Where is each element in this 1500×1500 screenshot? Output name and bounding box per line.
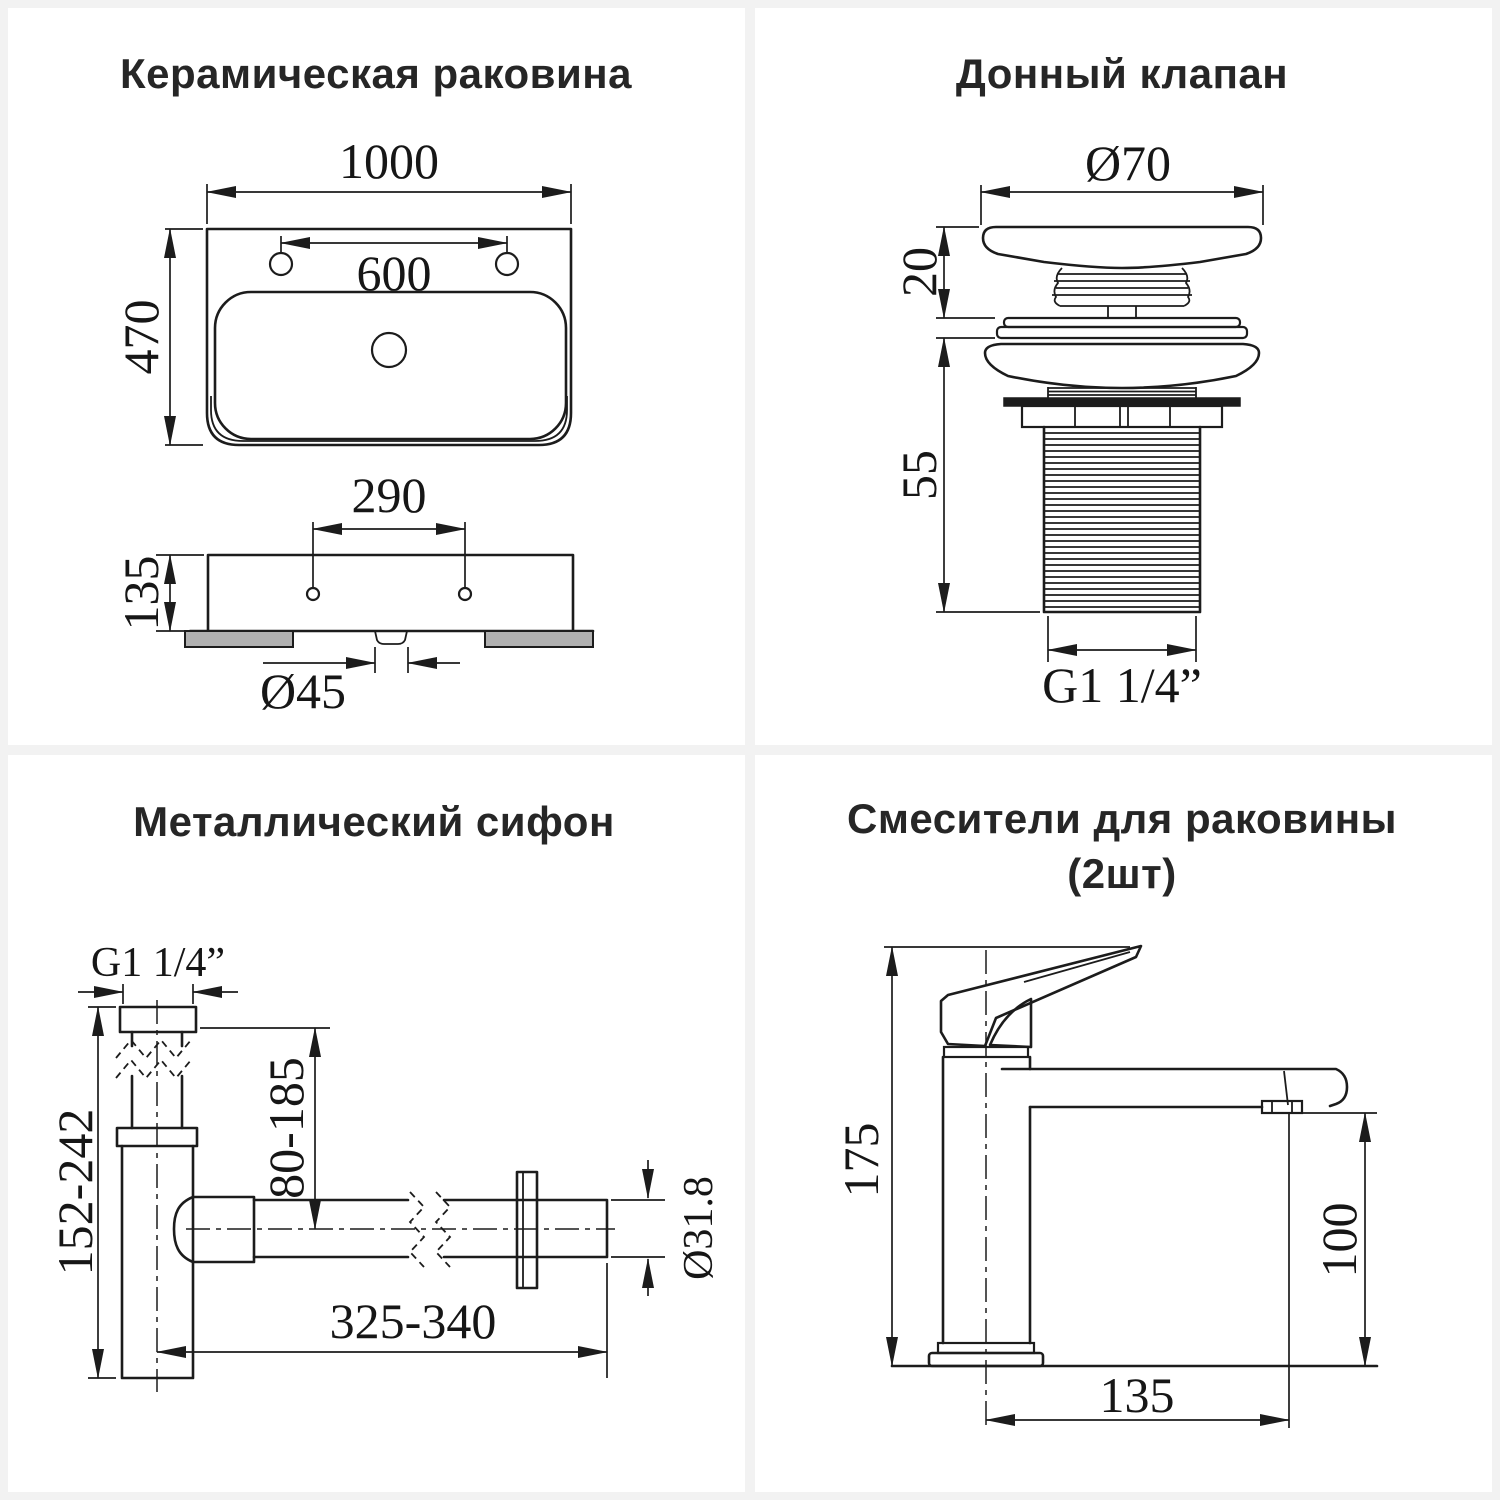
panel-siphon (8, 755, 745, 1492)
valve-plate-lower (995, 325, 1249, 340)
dim-label-spout-reach: 135 (1100, 1367, 1175, 1423)
dim-label-siphon-height: 152-242 (47, 1109, 103, 1276)
siphon-outlet-pipe (252, 1198, 609, 1259)
dim-label-hole-spacing: 600 (357, 245, 432, 301)
sink-top-view-drawing: 1000 600 470 (113, 133, 573, 447)
mixer-cartridge (988, 997, 1033, 1049)
valve-cap (981, 225, 1263, 270)
sink-outline (205, 227, 573, 447)
dim-label-mixer-height: 175 (833, 1123, 889, 1198)
dim-label-siphon-drop: 80-185 (258, 1057, 314, 1199)
panel-valve (755, 8, 1492, 745)
sink-title: Керамическая раковина (120, 50, 632, 97)
dim-label-siphon-length: 325-340 (330, 1293, 497, 1349)
mixer-handle (939, 944, 1143, 1048)
dim-label-outlet-height: 100 (1311, 1203, 1367, 1278)
dim-label-mount-spacing: 290 (352, 467, 427, 523)
mixer-spout (1000, 1067, 1349, 1109)
dim-label-siphon-thread: G1 1/4” (91, 940, 225, 986)
dim-label-thread-length: 55 (891, 450, 947, 500)
wall-flange (515, 1170, 539, 1290)
dim-label-sink-width: 1000 (339, 133, 439, 189)
drain-notch (374, 630, 408, 645)
sink-foot-right (484, 630, 594, 648)
panel-sink (8, 8, 745, 745)
dim-label-pipe-diameter: Ø31.8 (676, 1176, 722, 1280)
valve-drawing: Ø70 20 55 G1 1/4” (891, 135, 1264, 713)
valve-title: Донный клапан (956, 50, 1288, 97)
valve-flange (1003, 397, 1241, 407)
siphon-elbow (172, 1195, 256, 1264)
valve-collar-thread (1047, 387, 1197, 398)
sink-basin (213, 290, 568, 441)
valve-saucer (983, 342, 1261, 390)
mixer-subtitle: (2шт) (1067, 850, 1176, 897)
dim-label-drain-diameter: Ø45 (260, 663, 346, 719)
sink-rim-line (210, 396, 568, 442)
siphon-inlet-flange (118, 1005, 198, 1034)
siphon-title: Металлический сифон (133, 798, 615, 845)
siphon-inlet-pipe (130, 1030, 184, 1130)
mixer-drawing: 175 100 135 (833, 944, 1379, 1430)
drain-hole (370, 331, 408, 369)
mixer-body (941, 1055, 1032, 1345)
dim-label-valve-thread: G1 1/4” (1042, 657, 1202, 713)
mixer-title: Смесители для раковины (847, 795, 1397, 842)
dim-label-sink-depth: 470 (113, 300, 169, 375)
sink-side-view-drawing: 290 135 Ø45 (113, 467, 595, 719)
siphon-centerlines (156, 1000, 615, 1392)
pipe-break-symbol (115, 1038, 192, 1080)
valve-neck (1052, 267, 1192, 318)
sink-foot-left (184, 630, 294, 648)
dim-label-cap-diameter: Ø70 (1085, 135, 1171, 191)
dim-label-cap-height: 20 (891, 247, 947, 297)
sink-side-outline (206, 553, 575, 633)
dim-label-sink-height: 135 (113, 556, 169, 631)
valve-nut (1020, 404, 1224, 429)
siphon-drawing: G1 1/4” 152-242 80-185 325-340 Ø31.8 (47, 940, 722, 1392)
